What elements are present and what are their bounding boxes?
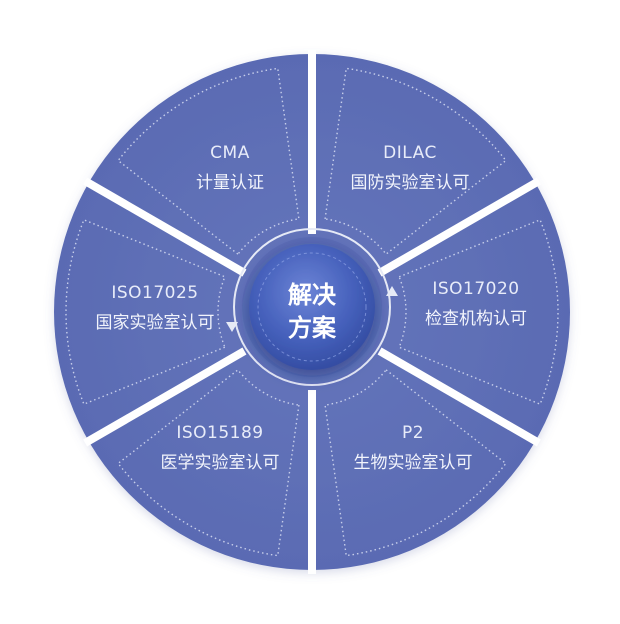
segment-dotted-outline — [65, 218, 226, 406]
arrow-right-icon — [386, 286, 398, 296]
segment-dividers — [83, 50, 541, 574]
segment-dilac: DILAC 国防实验室认可 — [351, 143, 470, 193]
segment-dotted-outline — [117, 368, 300, 557]
segment-code: ISO17020 — [432, 279, 519, 299]
segment-label: 计量认证 — [196, 173, 264, 193]
arrow-left-icon — [226, 322, 238, 332]
segment-dotted-outline — [324, 368, 507, 557]
segment-divider — [377, 347, 541, 447]
center-disc — [249, 244, 375, 370]
segment-label: 生物实验室认可 — [354, 453, 473, 473]
segment-iso17020: ISO17020 检查机构认可 — [425, 279, 527, 329]
segment-dotted-outline — [117, 67, 300, 256]
segment-label: 医学实验室认可 — [161, 453, 280, 473]
segment-dotted-outline — [324, 67, 507, 256]
center-outer-ring — [233, 228, 391, 386]
segment-label: 国防实验室认可 — [351, 173, 470, 193]
segment-code: ISO17025 — [111, 283, 198, 303]
segment-dotted-outline — [398, 218, 559, 406]
segment-outlines — [65, 67, 559, 557]
segment-divider — [83, 177, 247, 277]
segment-iso17025: ISO17025 国家实验室认可 — [96, 283, 215, 333]
center-inner-dashed-ring — [257, 252, 367, 362]
segment-label: 国家实验室认可 — [96, 313, 215, 333]
segment-label: 检查机构认可 — [425, 309, 527, 329]
segment-code: DILAC — [383, 143, 437, 163]
segment-divider — [83, 347, 247, 447]
segment-code: ISO15189 — [176, 423, 263, 443]
center-title-line1: 解决 — [288, 281, 337, 309]
segment-divider — [377, 177, 541, 277]
segment-p2: P2 生物实验室认可 — [354, 423, 473, 473]
segment-code: CMA — [210, 143, 250, 163]
center-hub: 解决 方案 — [226, 228, 398, 386]
segment-cma: CMA 计量认证 — [196, 143, 264, 193]
segment-code: P2 — [402, 423, 424, 443]
segment-iso15189: ISO15189 医学实验室认可 — [161, 423, 280, 473]
center-title-line2: 方案 — [288, 314, 337, 342]
